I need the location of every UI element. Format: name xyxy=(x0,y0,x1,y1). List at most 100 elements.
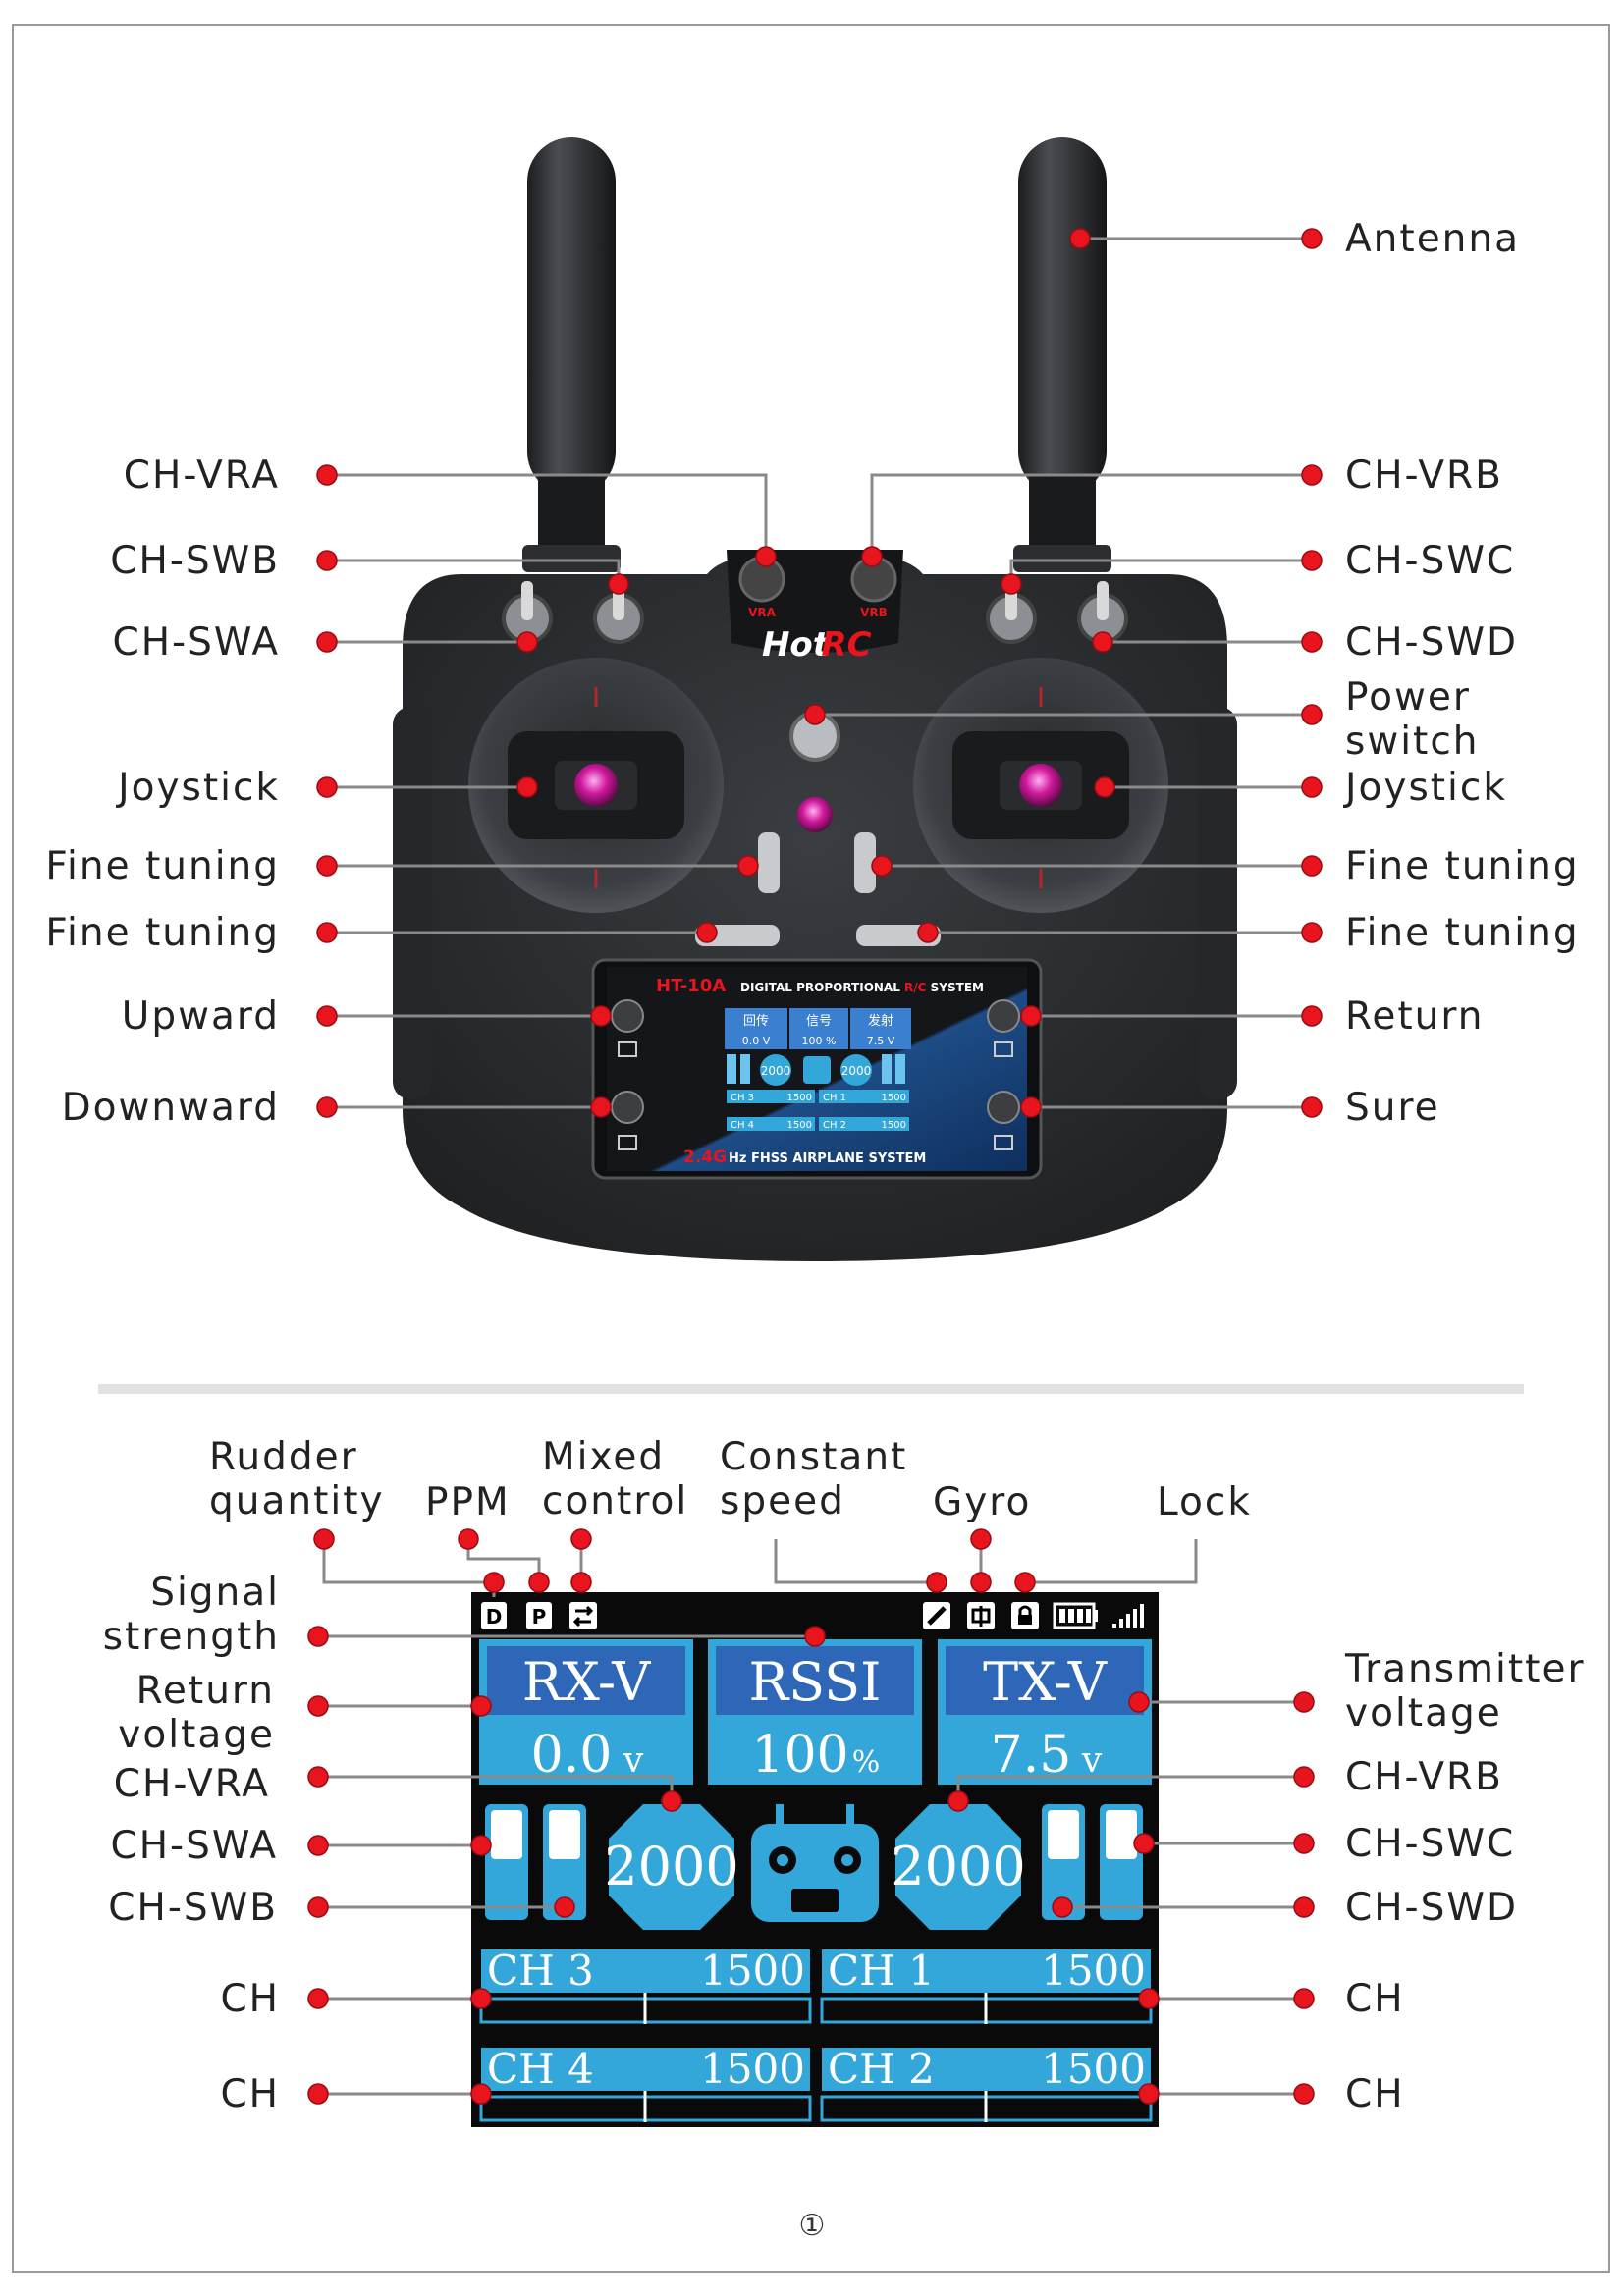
page-number: ① xyxy=(798,2209,826,2243)
right-grip xyxy=(1198,707,1237,1099)
transmitter: VRA VRB Hot RC xyxy=(393,137,1237,1261)
swb-indicator xyxy=(543,1804,586,1920)
lcd-screen-large: D P RX-V RSSI TX-V 0.0 v 100 % 7.5 v xyxy=(471,1592,1159,2127)
vra-octagon xyxy=(609,1804,734,1930)
label-ch-right-1: CH xyxy=(1345,1977,1405,2021)
label-power-switch: Power switch xyxy=(1345,675,1480,764)
left-vertical-trim[interactable] xyxy=(758,832,780,893)
gyro-icon xyxy=(967,1602,995,1629)
label-ch-vrb-bottom: CH-VRB xyxy=(1345,1755,1503,1799)
label-ch-swd-top: CH-SWD xyxy=(1345,620,1518,665)
label-lock: Lock xyxy=(1157,1480,1252,1524)
tx-v-header: TX-V xyxy=(983,1651,1108,1713)
mini-val-1: 100 % xyxy=(802,1035,837,1047)
mini-ch-1-val: 1500 xyxy=(882,1093,906,1103)
switch-swc[interactable] xyxy=(986,581,1037,644)
ch2-value: 1500 xyxy=(1041,2045,1146,2093)
label-gyro: Gyro xyxy=(933,1480,1032,1524)
label-sure: Sure xyxy=(1345,1086,1440,1130)
antenna-right xyxy=(1013,137,1111,572)
mini-head-2: 发射 xyxy=(868,1013,893,1029)
vrb-text: VRB xyxy=(860,606,888,619)
mini-head-1: 信号 xyxy=(806,1014,832,1029)
rudder-quantity-icon xyxy=(481,1602,507,1629)
mini-ch-3-val: 1500 xyxy=(882,1120,906,1131)
battery-icon xyxy=(1053,1602,1098,1629)
mini-val-0: 0.0 V xyxy=(742,1035,771,1047)
label-antenna: Antenna xyxy=(1345,217,1521,261)
label-ch-swb-bottom: CH-SWB xyxy=(108,1886,278,1930)
label-downward: Downward xyxy=(61,1086,280,1130)
label-ch-vra-bottom: CH-VRA xyxy=(113,1762,270,1806)
mini-num-left: 2000 xyxy=(761,1064,791,1078)
page-border xyxy=(12,24,1610,2273)
brand-rc: RC xyxy=(821,625,871,665)
mixed-control-icon xyxy=(569,1602,597,1629)
switch-swd[interactable] xyxy=(1077,581,1128,644)
label-upward: Upward xyxy=(121,994,280,1039)
ch1-name: CH 1 xyxy=(828,1947,935,1995)
label-return-voltage: Return voltage xyxy=(118,1669,275,1757)
label-rudder-quantity: Rudder quantity xyxy=(209,1435,385,1523)
label-return: Return xyxy=(1345,994,1485,1039)
up-button[interactable] xyxy=(611,999,644,1057)
rssi-unit: % xyxy=(852,1745,881,1780)
ch4-value: 1500 xyxy=(700,2045,805,2093)
ch1-value: 1500 xyxy=(1041,1947,1146,1995)
label-fine-tuning-right-1: Fine tuning xyxy=(1345,844,1580,888)
antenna-left xyxy=(522,137,621,572)
mini-ch-0-name: CH 3 xyxy=(731,1093,754,1103)
down-button[interactable] xyxy=(611,1091,644,1150)
right-joystick[interactable] xyxy=(913,658,1168,913)
swc-indicator xyxy=(1042,1804,1085,1920)
left-grip xyxy=(393,707,432,1099)
label-transmitter-voltage: Transmitter voltage xyxy=(1345,1647,1586,1735)
mini-screen: 回传 信号 发射 0.0 V 100 % 7.5 V 2000 2000 CH … xyxy=(725,1008,911,1131)
sure-button[interactable] xyxy=(987,1091,1020,1150)
right-vertical-trim[interactable] xyxy=(854,832,876,893)
label-ch-swd-bottom: CH-SWD xyxy=(1345,1886,1518,1930)
center-button[interactable] xyxy=(797,797,833,832)
rx-v-header: RX-V xyxy=(522,1651,651,1713)
label-ch-left-1: CH xyxy=(220,1977,280,2021)
ch3-value: 1500 xyxy=(700,1947,805,1995)
ch2-name: CH 2 xyxy=(828,2045,935,2093)
swd-indicator xyxy=(1100,1804,1143,1920)
ch3-name: CH 3 xyxy=(487,1947,594,1995)
tx-v-unit: v xyxy=(1081,1740,1103,1781)
tx-v-value: 7.5 xyxy=(991,1726,1072,1785)
mini-ch-3-name: CH 2 xyxy=(823,1120,846,1131)
brand-hot: Hot xyxy=(762,625,831,665)
label-ch-right-2: CH xyxy=(1345,2072,1405,2116)
return-button[interactable] xyxy=(987,999,1020,1057)
freq-desc: Hz FHSS AIRPLANE SYSTEM xyxy=(729,1151,926,1166)
left-joystick[interactable] xyxy=(468,658,724,913)
label-ch-left-2: CH xyxy=(220,2072,280,2116)
rx-v-unit: v xyxy=(623,1740,644,1781)
label-joystick-left: Joystick xyxy=(118,766,280,810)
label-constant-speed: Constant speed xyxy=(720,1435,908,1523)
label-ch-swb-top: CH-SWB xyxy=(110,539,280,583)
mini-ch-0-val: 1500 xyxy=(787,1093,812,1103)
rssi-header: RSSI xyxy=(748,1651,881,1713)
label-mixed-control: Mixed control xyxy=(542,1435,689,1523)
rx-v-value: 0.0 xyxy=(531,1726,613,1785)
freq-text: 2.4G xyxy=(683,1148,727,1167)
mini-val-2: 7.5 V xyxy=(867,1035,895,1047)
label-ch-swc-top: CH-SWC xyxy=(1345,539,1516,583)
model-name: HT-10A xyxy=(656,976,726,996)
model-desc: DIGITAL PROPORTIONAL R/C SYSTEM xyxy=(740,981,984,994)
bottom-leader-dots xyxy=(307,1528,1315,2105)
label-fine-tuning-right-2: Fine tuning xyxy=(1345,911,1580,955)
vra-value: 2000 xyxy=(604,1836,738,1897)
lock-icon xyxy=(1011,1602,1039,1629)
label-joystick-right: Joystick xyxy=(1345,766,1507,810)
label-ch-swa-top: CH-SWA xyxy=(112,620,280,665)
label-ch-swa-bottom: CH-SWA xyxy=(110,1824,278,1868)
ppm-icon xyxy=(526,1602,552,1629)
vra-text: VRA xyxy=(748,606,777,619)
label-ch-vrb-top: CH-VRB xyxy=(1345,454,1503,498)
mini-head-0: 回传 xyxy=(743,1014,769,1029)
ppm-icon-text: P xyxy=(532,1605,547,1629)
